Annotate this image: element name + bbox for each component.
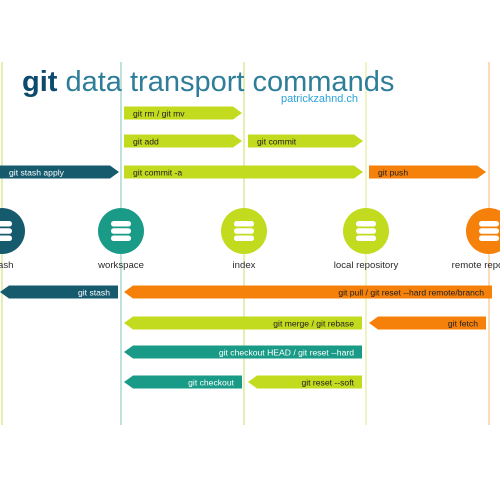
arrow-shape: [248, 375, 362, 389]
command-arrow-git-pull-git-reset-hard-remote-branch: git pull / git reset --hard remote/branc…: [124, 285, 492, 299]
arrow-label: git stash apply: [9, 167, 65, 177]
arrow-shape: [124, 165, 363, 179]
database-icon: [111, 220, 131, 242]
arrow-shape: [369, 316, 486, 330]
node-index: index: [221, 208, 267, 271]
command-arrow-git-add: git add: [124, 134, 242, 148]
node-label: workspace: [97, 260, 144, 271]
command-arrow-git-rm-git-mv: git rm / git mv: [124, 106, 242, 120]
arrow-shape: [124, 345, 362, 359]
arrow-label: git commit -a: [133, 167, 182, 177]
command-arrow-git-stash-apply: git stash apply: [0, 165, 119, 179]
arrow-label: git add: [133, 136, 159, 146]
arrow-label: git stash: [78, 287, 110, 297]
arrow-shape: [248, 134, 363, 148]
arrow-shape: [124, 285, 492, 299]
node-workspace: workspace: [97, 208, 144, 271]
database-icon: [0, 220, 12, 242]
command-arrow-git-checkout: git checkout: [124, 375, 242, 389]
node-remote-repository: remote repository: [452, 208, 500, 271]
page-title: git data transport commands: [22, 66, 394, 98]
arrow-shape: [124, 134, 242, 148]
command-arrows: git rm / git mv git add git commit git stas…: [0, 106, 492, 389]
arrow-label: git pull / git reset --hard remote/branc…: [338, 287, 484, 297]
command-arrow-git-stash: git stash: [0, 285, 118, 299]
command-arrow-git-commit-a: git commit -a: [124, 165, 363, 179]
location-nodes: stash workspace index local repository remot…: [0, 208, 500, 271]
arrow-shape: [124, 375, 242, 389]
node-label: stash: [0, 260, 13, 271]
arrow-shape: [124, 106, 242, 120]
arrow-label: git rm / git mv: [133, 108, 185, 118]
command-arrow-git-checkout-head-git-reset-hard: git checkout HEAD / git reset --hard: [124, 345, 362, 359]
author-credit: patrickzahnd.ch: [281, 93, 358, 105]
arrow-shape: [0, 165, 119, 179]
node-label: remote repository: [452, 260, 500, 271]
node-label: local repository: [334, 260, 399, 271]
command-arrow-git-commit: git commit: [248, 134, 363, 148]
arrow-shape: [369, 165, 486, 179]
command-arrow-git-fetch: git fetch: [369, 316, 486, 330]
node-local-repository: local repository: [334, 208, 399, 271]
database-icon: [356, 220, 376, 242]
arrow-label: git fetch: [448, 318, 478, 328]
title-rest: data transport commands: [57, 66, 394, 98]
command-arrow-git-merge-git-rebase: git merge / git rebase: [124, 316, 362, 330]
database-icon: [479, 220, 499, 242]
arrow-label: git push: [378, 167, 408, 177]
database-icon: [234, 220, 254, 242]
node-label: index: [233, 260, 256, 271]
arrow-shape: [0, 285, 118, 299]
arrow-shape: [124, 316, 362, 330]
node-stash: stash: [0, 208, 25, 271]
command-arrow-git-push: git push: [369, 165, 486, 179]
arrow-label: git checkout: [188, 377, 234, 387]
arrow-label: git commit: [257, 136, 297, 146]
title-git: git: [22, 66, 58, 98]
arrow-label: git checkout HEAD / git reset --hard: [219, 347, 354, 357]
arrow-label: git reset --soft: [301, 377, 354, 387]
arrow-label: git merge / git rebase: [273, 318, 354, 328]
command-arrow-git-reset-soft: git reset --soft: [248, 375, 362, 389]
node-circle: [0, 208, 25, 254]
